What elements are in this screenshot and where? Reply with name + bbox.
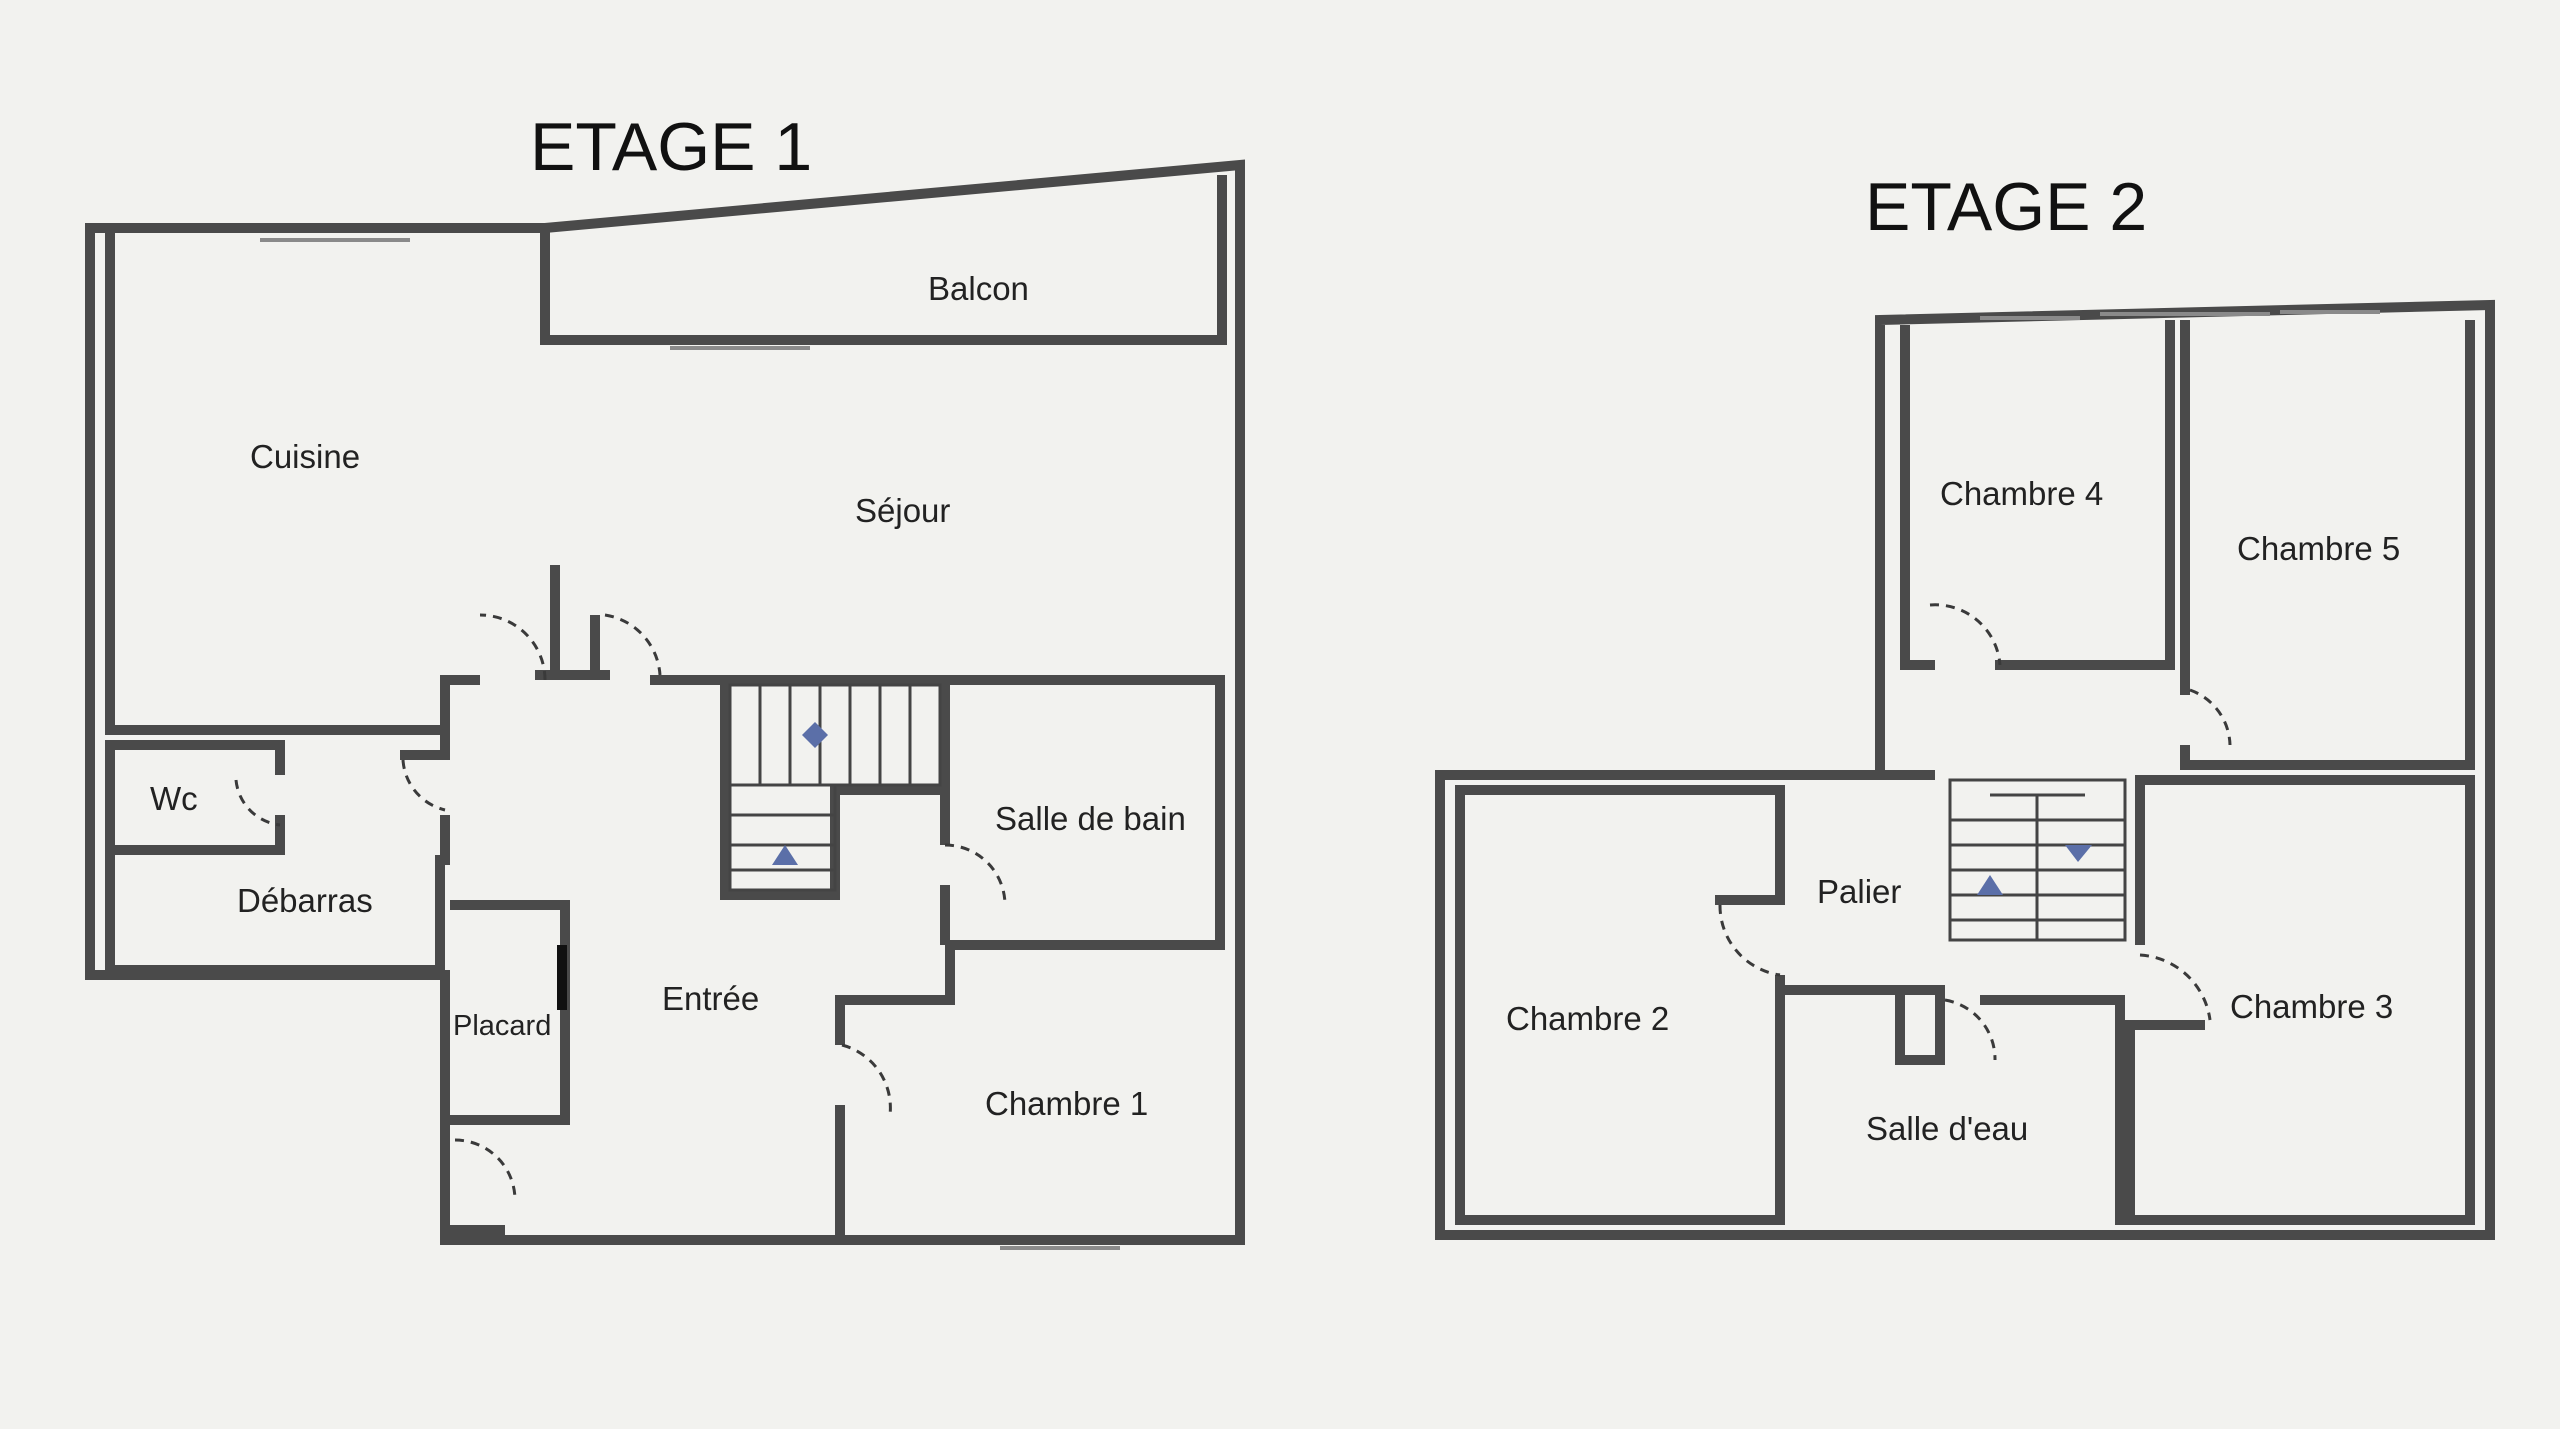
balcony-wall xyxy=(540,175,1227,345)
entrance-posts xyxy=(535,565,610,680)
room-label-debarras: Débarras xyxy=(237,882,373,919)
chambre-5-walls xyxy=(2180,320,2475,770)
stair-up-arrow-icon-2 xyxy=(1977,875,2003,895)
room-label-chambre-5: Chambre 5 xyxy=(2237,530,2400,567)
floor-2-staircase xyxy=(1948,778,2127,942)
floor-1-staircase xyxy=(728,683,942,892)
floor-1-plan: ETAGE 1 xyxy=(85,109,1245,1250)
floor-2-windows xyxy=(1980,310,2380,320)
room-label-cuisine: Cuisine xyxy=(250,438,360,475)
floor-1-outer-wall xyxy=(85,159,1245,1245)
room-label-placard: Placard xyxy=(453,1010,551,1042)
stair-down-arrow-icon xyxy=(2065,845,2092,862)
chambre-3-walls xyxy=(2125,775,2475,1225)
chambre-2-walls xyxy=(1455,785,1785,1225)
kitchen-bottom-wall xyxy=(105,230,450,735)
room-label-entree: Entrée xyxy=(662,980,759,1017)
floor-2-doors xyxy=(1718,603,2232,1061)
floor-1-title: ETAGE 1 xyxy=(530,109,812,185)
entry-hall-walls xyxy=(650,675,1225,945)
room-label-salle-d-eau: Salle d'eau xyxy=(1866,1110,2028,1147)
room-label-chambre-4: Chambre 4 xyxy=(1940,475,2103,512)
floor-2-title: ETAGE 2 xyxy=(1865,169,2147,245)
floor-2-plan: ETAGE 2 xyxy=(1435,169,2495,1240)
room-label-wc: Wc xyxy=(150,780,198,817)
room-label-palier: Palier xyxy=(1817,873,1901,910)
placard-walls xyxy=(440,900,570,1240)
bathroom-walls xyxy=(835,675,1225,1235)
room-label-salle-de-bain: Salle de bain xyxy=(995,800,1186,837)
room-label-chambre-3: Chambre 3 xyxy=(2230,988,2393,1025)
floor-1-doors xyxy=(234,613,1007,1201)
wc-walls xyxy=(105,740,285,855)
room-label-chambre-2: Chambre 2 xyxy=(1506,1000,1669,1037)
room-label-balcon: Balcon xyxy=(928,270,1029,307)
stair-arrow-icon xyxy=(802,722,828,748)
room-label-sejour: Séjour xyxy=(855,492,950,529)
floor-1-windows xyxy=(260,238,1120,1250)
stair-up-arrow-icon xyxy=(772,845,798,865)
debarras-walls xyxy=(105,675,480,975)
palier-walls xyxy=(1775,770,2125,1225)
room-label-chambre-1: Chambre 1 xyxy=(985,1085,1148,1122)
chambre-4-walls xyxy=(1900,320,2175,670)
